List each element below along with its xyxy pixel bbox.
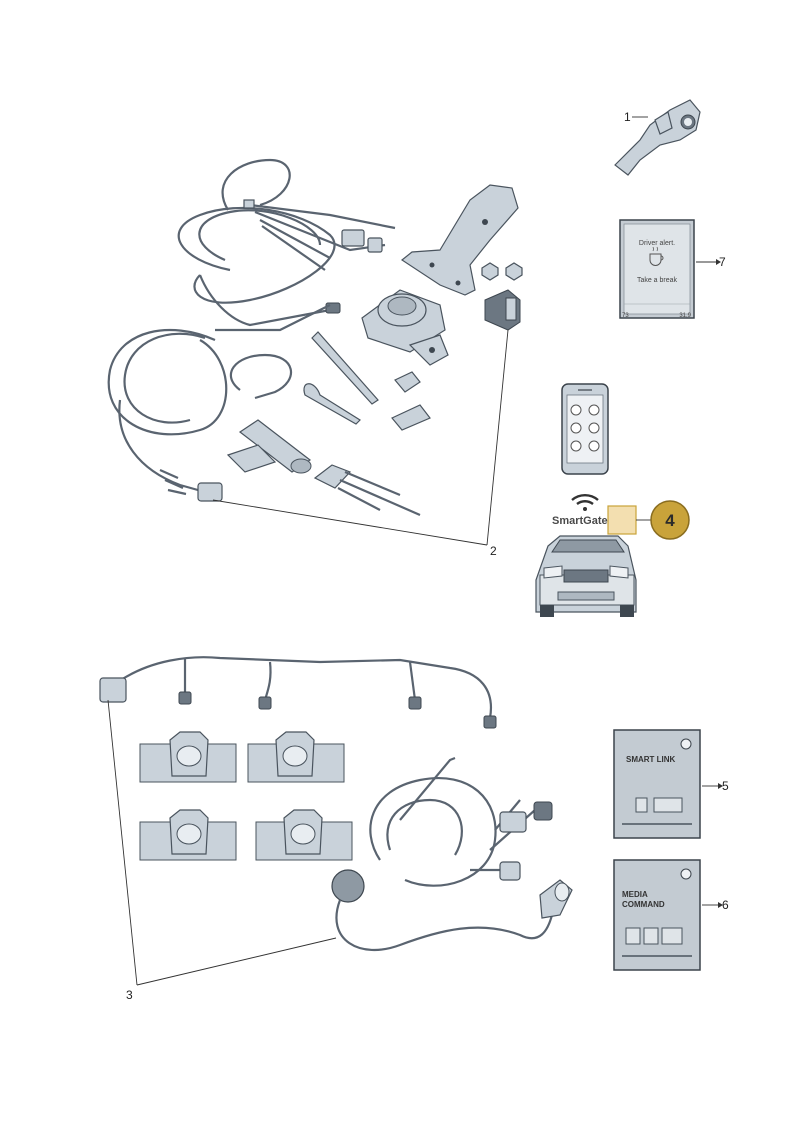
app-grid-icon xyxy=(570,404,600,452)
stalk-switch-part xyxy=(614,99,701,176)
display-left-value: 73 xyxy=(622,313,629,319)
sensor-bracket-3 xyxy=(139,809,237,861)
smartphone-illustration xyxy=(561,383,609,475)
coffee-cup-icon xyxy=(649,246,664,266)
media-command-booklet: MEDIA COMMAND xyxy=(613,859,701,971)
smartgate-label: SmartGate xyxy=(552,515,608,527)
display-line-2: Take a break xyxy=(637,277,678,284)
callout-2: 2 xyxy=(490,544,497,558)
media-command-title-2: COMMAND xyxy=(622,900,665,909)
callout-3: 3 xyxy=(126,988,133,1002)
smart-link-title: SMART LINK xyxy=(626,755,676,764)
parking-sensor-kit xyxy=(99,656,573,952)
wifi-signal-icon xyxy=(571,494,599,511)
callout-4: 4 xyxy=(665,511,675,530)
driver-alert-display: Driver alert. Take a break 73 31,9 xyxy=(619,219,695,319)
callout-2-leader-b xyxy=(486,329,509,546)
callout-1: 1 xyxy=(624,110,631,124)
callout-7: 7 xyxy=(719,255,726,269)
sensor-bracket-4 xyxy=(255,809,353,861)
smart-link-booklet: SMART LINK xyxy=(613,729,701,839)
callout-3-leader-b xyxy=(136,937,337,986)
sensor-bracket-1 xyxy=(139,731,237,783)
display-right-value: 31,9 xyxy=(679,313,691,319)
car-front-illustration xyxy=(535,535,637,617)
callout-5: 5 xyxy=(722,779,729,793)
callout-3-leader-a xyxy=(107,699,138,986)
sensor-bracket-2 xyxy=(247,731,345,783)
callout-6: 6 xyxy=(722,898,729,912)
smartgate-highlight-box xyxy=(607,505,637,535)
display-line-1: Driver alert. xyxy=(639,240,675,247)
callout-2-leader-a xyxy=(212,499,488,546)
alarm-wiring-kit xyxy=(107,158,523,517)
callout-4-badge xyxy=(650,500,690,540)
media-command-title-1: MEDIA xyxy=(622,890,648,899)
